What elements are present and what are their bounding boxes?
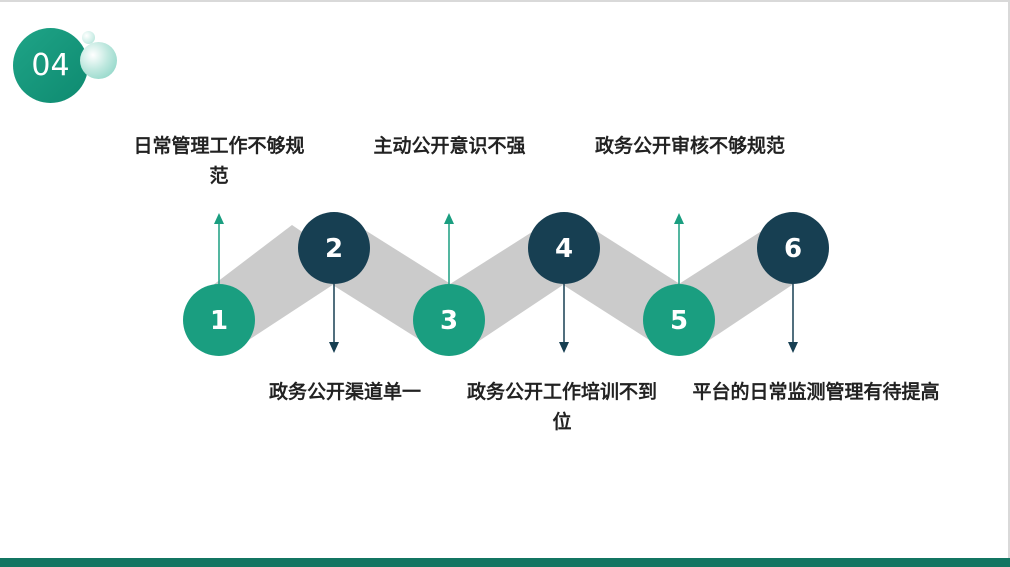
step-node-4: 4 bbox=[528, 212, 600, 284]
section-number-badge: 04 bbox=[13, 28, 88, 103]
arrow-down-2 bbox=[329, 284, 339, 353]
arrow-down-4 bbox=[559, 284, 569, 353]
step-node-6: 6 bbox=[757, 212, 829, 284]
bottom-accent-bar bbox=[0, 558, 1010, 567]
arrow-up-5 bbox=[674, 213, 684, 285]
arrow-down-6 bbox=[788, 284, 798, 353]
step-number-6: 6 bbox=[784, 234, 802, 264]
step-number-4: 4 bbox=[555, 234, 573, 264]
step-label-2: 政务公开渠道单一 bbox=[268, 381, 421, 403]
step-node-2: 2 bbox=[298, 212, 370, 284]
decorative-bubble-large bbox=[80, 42, 117, 79]
step-number-2: 2 bbox=[325, 234, 343, 264]
step-label-6: 平台的日常监测管理有待提高 bbox=[692, 381, 940, 403]
section-number: 04 bbox=[31, 48, 70, 83]
step-label-5: 政务公开审核不够规范 bbox=[594, 135, 785, 157]
decorative-bubble-small bbox=[82, 31, 95, 44]
step-node-5: 5 bbox=[643, 284, 715, 356]
arrow-up-3 bbox=[444, 213, 454, 285]
step-label-1: 日常管理工作不够规范 bbox=[133, 135, 305, 187]
step-label-4: 政务公开工作培训不到位 bbox=[466, 381, 657, 433]
arrow-up-1 bbox=[214, 213, 224, 285]
step-node-1: 1 bbox=[183, 284, 255, 356]
step-number-5: 5 bbox=[670, 306, 688, 336]
step-number-3: 3 bbox=[440, 306, 458, 336]
step-number-1: 1 bbox=[210, 306, 228, 336]
step-node-3: 3 bbox=[413, 284, 485, 356]
step-label-3: 主动公开意识不强 bbox=[373, 135, 526, 157]
